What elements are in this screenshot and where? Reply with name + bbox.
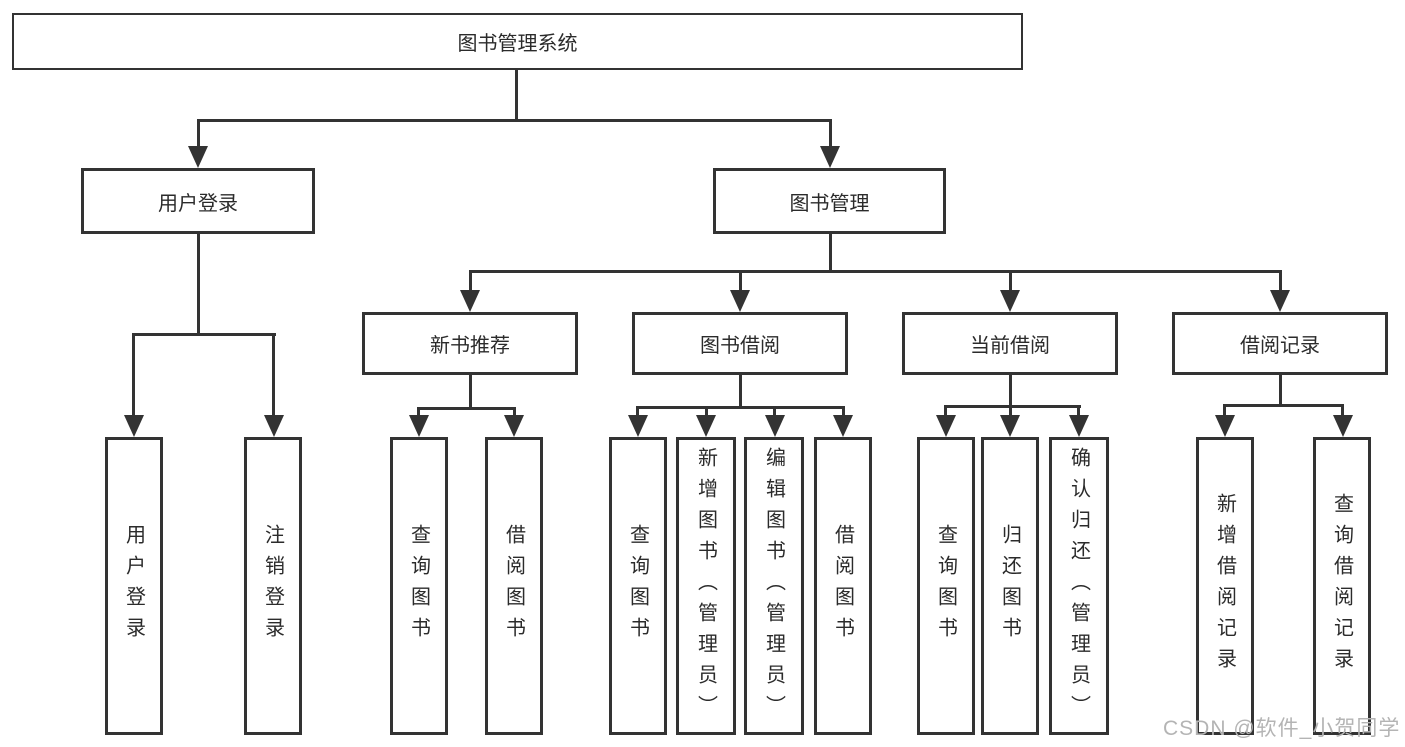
arrowhead-leaf <box>1069 415 1089 437</box>
leaf-label: 注销登录 <box>261 524 284 648</box>
node-label: 图书管理 <box>789 192 870 215</box>
leaf-label: 查询图书 <box>626 524 649 648</box>
node-label: 图书管理系统 <box>457 33 578 55</box>
node-label: 用户登录 <box>158 192 238 215</box>
leaf-label: 查询图书 <box>407 524 430 648</box>
connector-book-mgmt-stem <box>829 233 832 273</box>
arrowhead-leaf <box>628 415 648 437</box>
connector-leaf-shaft <box>1341 404 1344 419</box>
arrowhead-new-book-rec <box>460 290 480 312</box>
connector-leaf-shaft <box>1077 405 1080 419</box>
leaf-label: 新增图书（管理员） <box>694 446 717 726</box>
connector-leaf-shaft <box>842 406 845 419</box>
connector-leaf-shaft <box>417 407 420 419</box>
connector-leaf-shaft <box>705 406 708 419</box>
connector-book-borrow-stem <box>739 374 742 409</box>
connector-new-book-rec-rail <box>417 407 516 410</box>
leaf-confirm-return-admin: 确认归还（管理员） <box>1049 437 1109 735</box>
leaf-label: 新增借阅记录 <box>1213 493 1236 679</box>
connector-leaf-shaft <box>132 333 135 416</box>
arrowhead-book-mgmt <box>820 146 840 168</box>
arrowhead-user-login <box>188 146 208 168</box>
connector-book-borrow-rail <box>636 406 845 409</box>
connector-leaf-shaft <box>1223 404 1226 419</box>
node-new-book-rec: 新书推荐 <box>362 312 578 375</box>
leaf-label: 查询图书 <box>934 524 957 648</box>
arrowhead-leaf <box>936 415 956 437</box>
connector-user-login-rail <box>132 333 276 336</box>
connector-current-borrow-rail <box>944 405 1081 408</box>
node-book-borrow: 图书借阅 <box>632 312 848 375</box>
connector-book-mgmt-shaft <box>829 119 832 149</box>
connector-borrow-records-rail <box>1223 404 1344 407</box>
arrowhead-book-borrow <box>730 290 750 312</box>
arrowhead-leaf <box>124 415 144 437</box>
node-borrow-records: 借阅记录 <box>1172 312 1388 375</box>
leaf-return-books: 归还图书 <box>981 437 1039 735</box>
connector-level3-shaft <box>1279 270 1282 292</box>
connector-leaf-shaft <box>1009 405 1012 419</box>
leaf-edit-books-admin: 编辑图书（管理员） <box>744 437 804 735</box>
connector-user-login-stem <box>197 233 200 336</box>
arrowhead-borrow-records <box>1270 290 1290 312</box>
leaf-label: 借阅图书 <box>502 524 525 648</box>
leaf-borrow-books-rec: 借阅图书 <box>485 437 543 735</box>
leaf-borrow-books: 借阅图书 <box>814 437 872 735</box>
node-label: 图书借阅 <box>700 335 780 357</box>
node-label: 借阅记录 <box>1240 335 1320 357</box>
node-label: 当前借阅 <box>970 335 1050 357</box>
connector-leaf-shaft <box>272 333 275 416</box>
connector-level3-rail <box>469 270 1282 273</box>
node-label: 新书推荐 <box>430 335 510 357</box>
arrowhead-leaf <box>1333 415 1353 437</box>
connector-root-stem <box>515 68 518 122</box>
leaf-query-borrow-record: 查询借阅记录 <box>1313 437 1371 735</box>
arrowhead-current-borrow <box>1000 290 1020 312</box>
connector-level3-shaft <box>739 270 742 292</box>
leaf-logout: 注销登录 <box>244 437 302 735</box>
leaf-add-borrow-record: 新增借阅记录 <box>1196 437 1254 735</box>
leaf-label: 用户登录 <box>122 524 145 648</box>
connector-level2-rail <box>197 119 832 122</box>
connector-level3-shaft <box>1009 270 1012 292</box>
node-book-mgmt: 图书管理 <box>713 168 946 234</box>
leaf-query-books-borrow: 查询图书 <box>609 437 667 735</box>
connector-leaf-shaft <box>513 407 516 419</box>
connector-current-borrow-stem <box>1009 374 1012 408</box>
connector-level3-shaft <box>469 270 472 292</box>
arrowhead-leaf <box>696 415 716 437</box>
connector-user-login-shaft <box>197 119 200 149</box>
arrowhead-leaf <box>504 415 524 437</box>
arrowhead-leaf <box>1000 415 1020 437</box>
leaf-user-login: 用户登录 <box>105 437 163 735</box>
leaf-label: 借阅图书 <box>831 524 854 648</box>
connector-leaf-shaft <box>773 406 776 419</box>
leaf-query-books-current: 查询图书 <box>917 437 975 735</box>
leaf-label: 确认归还（管理员） <box>1067 446 1090 726</box>
arrowhead-leaf <box>409 415 429 437</box>
csdn-watermark: CSDN @软件_小贺同学 <box>1163 717 1401 740</box>
arrowhead-leaf <box>1215 415 1235 437</box>
leaf-label: 编辑图书（管理员） <box>762 446 785 726</box>
node-current-borrow: 当前借阅 <box>902 312 1118 375</box>
leaf-label: 查询借阅记录 <box>1330 493 1353 679</box>
connector-leaf-shaft <box>636 406 639 419</box>
leaf-label: 归还图书 <box>998 524 1021 648</box>
connector-leaf-shaft <box>944 405 947 419</box>
node-system-root: 图书管理系统 <box>12 13 1023 70</box>
arrowhead-leaf <box>765 415 785 437</box>
connector-borrow-records-stem <box>1279 374 1282 407</box>
node-user-login: 用户登录 <box>81 168 315 234</box>
arrowhead-leaf <box>833 415 853 437</box>
leaf-add-books-admin: 新增图书（管理员） <box>676 437 736 735</box>
connector-new-book-rec-stem <box>469 374 472 410</box>
arrowhead-leaf <box>264 415 284 437</box>
leaf-query-books-rec: 查询图书 <box>390 437 448 735</box>
